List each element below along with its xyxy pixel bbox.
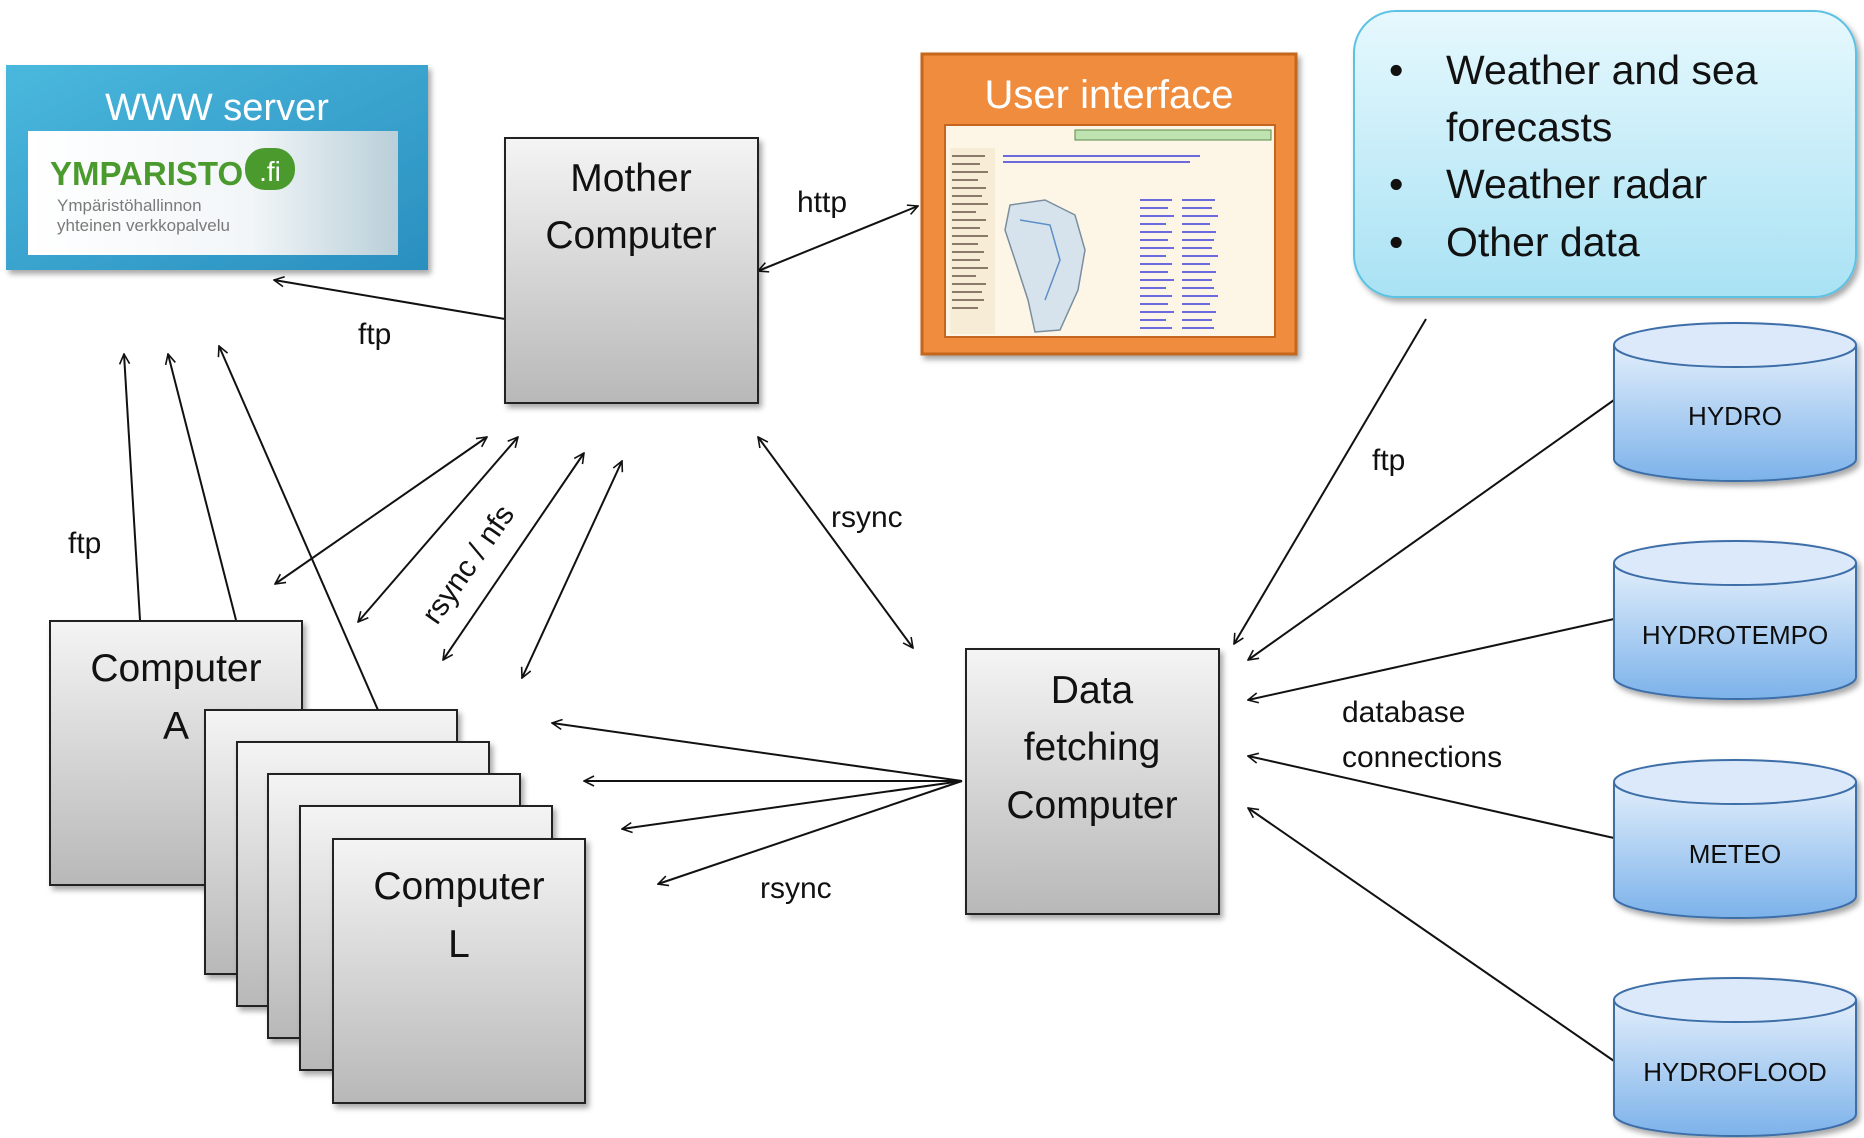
edge-mother-to-www	[274, 280, 506, 320]
edges	[124, 206, 1615, 1062]
edge-hydro-to-datafetch	[1248, 399, 1615, 660]
info-bullet-2: •	[1389, 161, 1403, 207]
label-ftp-right: ftp	[1372, 444, 1405, 477]
user-interface-title: User interface	[985, 73, 1234, 117]
edge-computer-a-to-www-1	[124, 354, 141, 621]
database-hydroflood-label: HYDROFLOOD	[1643, 1057, 1826, 1087]
edge-computer-a-to-www-2	[168, 354, 237, 621]
data-sources-info-box: • Weather and sea forecasts • Weather ra…	[1353, 10, 1857, 298]
mother-computer-line-1: Mother	[570, 157, 691, 200]
edge-hydrotempo-to-datafetch	[1248, 618, 1615, 700]
info-line-2: forecasts	[1446, 104, 1612, 150]
label-db-connections-2: connections	[1342, 741, 1502, 774]
info-bullet-3: •	[1389, 219, 1403, 265]
mother-computer-node: Mother Computer	[504, 137, 759, 404]
user-interface-node: User interface	[920, 52, 1298, 356]
database-hydro-label: HYDRO	[1688, 401, 1782, 431]
data-fetching-line-1: Data	[1051, 669, 1134, 712]
computer-l-line-2: L	[448, 923, 470, 966]
database-hydro: HYDRO	[1613, 322, 1857, 482]
edge-datafetch-to-computer-1	[552, 723, 963, 782]
database-hydrotempo: HYDROTEMPO	[1613, 540, 1857, 700]
ymparisto-logo	[28, 131, 398, 255]
mother-computer-line-2: Computer	[545, 214, 716, 257]
computer-a-line-1: Computer	[90, 647, 261, 690]
data-fetching-line-2: fetching	[1024, 726, 1161, 769]
computer-l-line-1: Computer	[373, 865, 544, 908]
data-fetching-computer-node: Data fetching Computer	[965, 648, 1220, 915]
edge-rsync-nfs-4	[522, 461, 622, 678]
logo-line-2: yhteinen verkkopalvelu	[57, 216, 230, 235]
logo-text: YMPARISTO	[50, 155, 243, 192]
data-fetching-line-3: Computer	[1006, 784, 1177, 827]
database-hydrotempo-label: HYDROTEMPO	[1642, 620, 1828, 650]
computer-l-node: Computer L	[332, 838, 586, 1104]
info-line-4: Other data	[1446, 219, 1640, 265]
info-line-3: Weather radar	[1446, 161, 1707, 207]
edge-meteo-to-datafetch	[1248, 756, 1615, 839]
database-hydroflood: HYDROFLOOD	[1613, 977, 1857, 1137]
computer-a-line-2: A	[163, 705, 189, 748]
label-ftp-mother: ftp	[358, 318, 391, 351]
edge-hydroflood-to-datafetch	[1248, 808, 1615, 1062]
label-http: http	[797, 186, 847, 219]
database-meteo-label: METEO	[1689, 839, 1781, 869]
edge-mother-ui	[758, 206, 918, 271]
label-rsync-mother: rsync	[831, 501, 903, 534]
database-meteo: METEO	[1613, 759, 1857, 919]
label-ftp-left: ftp	[68, 527, 101, 560]
label-rsync-nfs: rsync / nfs	[416, 499, 521, 630]
info-bullet-1: •	[1389, 47, 1403, 93]
label-db-connections-1: database	[1342, 696, 1465, 729]
www-server-node: WWW server YMPARISTO .fi Ympäristöhallin…	[6, 65, 428, 270]
user-interface-screenshot	[944, 124, 1276, 338]
logo-line-1: Ympäristöhallinnon	[57, 196, 202, 215]
edge-mother-datafetch	[758, 437, 913, 648]
www-server-title: WWW server	[105, 87, 329, 129]
info-line-1: Weather and sea	[1446, 47, 1758, 93]
label-rsync-bottom: rsync	[760, 872, 832, 905]
edge-info-to-datafetch	[1234, 318, 1427, 644]
edge-datafetch-to-computer-3	[622, 780, 963, 829]
edge-datafetch-to-computer-4	[658, 780, 963, 884]
logo-suffix: .fi	[259, 156, 281, 187]
